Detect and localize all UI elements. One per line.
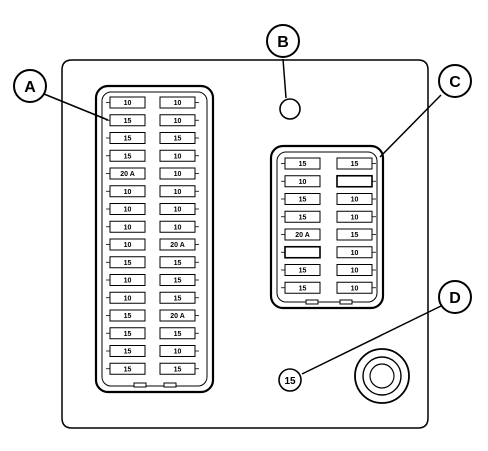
fuse-block-c: 15 10 15 15 20 A 15 15 15 10 10 15 10 10 10 <box>269 144 385 310</box>
fuse-rating: 10 <box>124 242 132 249</box>
fuse-rating: 20 A <box>295 232 310 239</box>
fuse-slot <box>284 245 321 259</box>
fuse-block-c-tab-right <box>339 299 353 305</box>
fuse-block-a: 10 15 15 15 20 A 10 10 10 10 15 10 10 15 15 15 15 10 10 15… <box>94 84 215 394</box>
fuse-rating: 10 <box>351 250 359 257</box>
fuse-rating: 15 <box>124 366 132 373</box>
spare-fuse-rating: 15 <box>284 376 296 387</box>
callout-a-label: A <box>24 79 36 96</box>
callout-c-circle <box>438 64 472 98</box>
fuse-rating: 20 A <box>170 313 185 320</box>
fuse-slot <box>336 174 373 188</box>
callout-a-circle <box>13 69 47 103</box>
fuse-rating: 15 <box>174 366 182 373</box>
fuse-rating: 10 <box>174 153 182 160</box>
round-connector-inner <box>369 363 395 389</box>
fuse-rating: 15 <box>124 153 132 160</box>
fuse-rating: 10 <box>174 118 182 125</box>
fuse-rating: 15 <box>124 260 132 267</box>
fuse-rating: 10 <box>351 268 359 275</box>
callout-b: B <box>266 24 300 58</box>
mounting-screw <box>279 98 301 120</box>
fuse-rating: 15 <box>299 161 307 168</box>
fuse-rating: 15 <box>174 136 182 143</box>
leader-line-c <box>379 94 442 158</box>
leader-line-a <box>43 93 109 121</box>
fuse-rating: 15 <box>351 232 359 239</box>
fuse-rating: 20 A <box>170 242 185 249</box>
callout-a: A <box>13 69 47 103</box>
callout-b-circle <box>266 24 300 58</box>
fuse-rating: 10 <box>174 171 182 178</box>
fuse-rating: 15 <box>351 161 359 168</box>
fuse-block-a-tab-right <box>163 382 177 388</box>
fuse-rating: 20 A <box>120 171 135 178</box>
callout-d-circle <box>438 280 472 314</box>
fuse-rating: 10 <box>124 100 132 107</box>
fuse-rating: 15 <box>124 118 132 125</box>
fuse-rating: 10 <box>174 349 182 356</box>
fuse-rating: 10 <box>124 278 132 285</box>
fuse-rating: 10 <box>351 214 359 221</box>
fuse-rating: 15 <box>174 260 182 267</box>
spare-fuse: 15 <box>278 368 302 392</box>
callout-b-label: B <box>277 34 289 51</box>
fuse-rating: 15 <box>174 331 182 338</box>
round-connector <box>354 348 410 404</box>
fuse-block-c-fuses: 15 10 15 15 20 A 15 15 15 10 10 15 10 10 10 <box>281 157 376 294</box>
callout-d: D <box>438 280 472 314</box>
fuse-rating: 10 <box>124 189 132 196</box>
fuse-rating: 10 <box>174 189 182 196</box>
fuse-rating: 15 <box>299 197 307 204</box>
fuse-rating: 15 <box>174 295 182 302</box>
fuse-rating: 10 <box>174 207 182 214</box>
fuse-rating: 15 <box>124 313 132 320</box>
fuse-rating: 10 <box>124 207 132 214</box>
fuse-rating: 15 <box>124 331 132 338</box>
fuse-rating: 10 <box>174 224 182 231</box>
fuse-block-c-tab-left <box>305 299 319 305</box>
callout-d-label: D <box>449 290 461 307</box>
fuse-rating: 15 <box>299 285 307 292</box>
fuse-rating: 15 <box>124 349 132 356</box>
fuse-rating: 15 <box>174 278 182 285</box>
fuse-block-c-inner <box>276 151 378 303</box>
fuse-block-a-fuses: 10 15 15 15 20 A 10 10 10 10 15 10 10 15 15 15 15 10 10 15… <box>106 96 199 375</box>
leader-line-d <box>301 305 442 375</box>
fuse-rating: 10 <box>174 100 182 107</box>
fuse-rating: 10 <box>351 285 359 292</box>
fuse-block-a-tab-left <box>133 382 147 388</box>
callout-c-label: C <box>449 74 461 91</box>
fuse-rating: 10 <box>124 224 132 231</box>
spare-fuse-body <box>278 368 302 392</box>
leader-line-b <box>282 58 287 99</box>
fuse-rating: 15 <box>124 136 132 143</box>
callout-c: C <box>438 64 472 98</box>
fuse-rating: 15 <box>299 214 307 221</box>
fuse-rating: 15 <box>299 268 307 275</box>
fuse-rating: 10 <box>299 179 307 186</box>
fuse-rating: 10 <box>351 197 359 204</box>
fuse-rating: 10 <box>124 295 132 302</box>
